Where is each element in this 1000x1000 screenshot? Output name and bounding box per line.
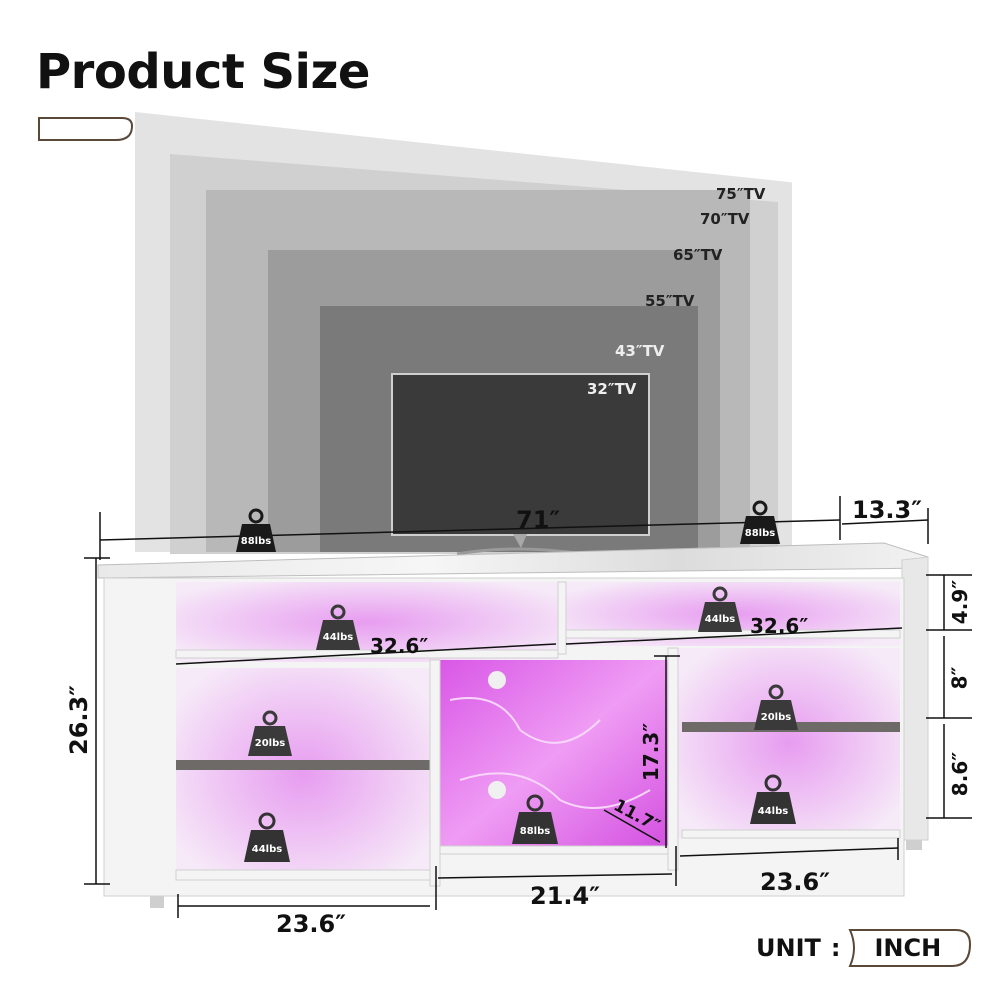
weight-label-upper-right: 44lbs	[704, 614, 736, 625]
weight-label-low-right: 44lbs	[757, 806, 789, 817]
mid-gap-height: 8″	[947, 666, 972, 690]
title-underline-tab	[38, 117, 134, 141]
width-dimension: 71″	[516, 506, 561, 534]
weight-label-mid-right: 20lbs	[760, 712, 792, 723]
top-gap-height: 4.9″	[948, 579, 973, 625]
top-shelf-right-width: 32.6″	[750, 614, 809, 638]
unit-value: INCH	[874, 934, 942, 962]
bottom-right-width: 23.6″	[760, 868, 830, 896]
unit-indicator: UNIT : INCH	[756, 929, 972, 967]
weight-label-low-center: 88lbs	[519, 826, 551, 837]
weight-label-mid-left: 20lbs	[254, 738, 286, 749]
depth-dimension: 13.3″	[852, 496, 922, 524]
weight-icon-upper-right: 44lbs	[698, 586, 742, 632]
tv-label-75: 75″TV	[716, 185, 766, 203]
tv-label-32: 32″TV	[587, 380, 637, 398]
unit-separator: :	[830, 934, 841, 962]
unit-value-box: INCH	[848, 929, 972, 967]
weight-icon-low-right: 44lbs	[750, 774, 796, 824]
weight-icon-top-right: 88lbs	[740, 500, 780, 544]
tv-label-65: 65″TV	[673, 246, 723, 264]
height-dimension: 26.3″	[64, 685, 93, 755]
weight-icon-low-center: 88lbs	[512, 794, 558, 844]
center-height: 17.3″	[639, 722, 664, 782]
weight-label-top-right: 88lbs	[744, 528, 776, 539]
bottom-center-width: 21.4″	[530, 882, 600, 910]
weight-icon-mid-left: 20lbs	[248, 710, 292, 756]
weight-label-top-left: 88lbs	[240, 536, 272, 547]
tv-label-55: 55″TV	[645, 292, 695, 310]
tv-label-43: 43″TV	[615, 342, 665, 360]
weight-icon-mid-right: 20lbs	[754, 684, 798, 730]
low-gap-height: 8.6″	[948, 751, 973, 797]
top-shelf-left-width: 32.6″	[370, 634, 429, 658]
weight-icon-low-left: 44lbs	[244, 812, 290, 862]
weight-label-upper-left: 44lbs	[322, 632, 354, 643]
weight-label-low-left: 44lbs	[251, 844, 283, 855]
tv-label-70: 70″TV	[700, 210, 750, 228]
weight-icon-top-left: 88lbs	[236, 508, 276, 552]
bottom-left-width: 23.6″	[276, 910, 346, 938]
page-title: Product Size	[36, 44, 370, 100]
weight-icon-upper-left: 44lbs	[316, 604, 360, 650]
unit-box-outline	[848, 929, 972, 967]
unit-label: UNIT	[756, 934, 821, 962]
